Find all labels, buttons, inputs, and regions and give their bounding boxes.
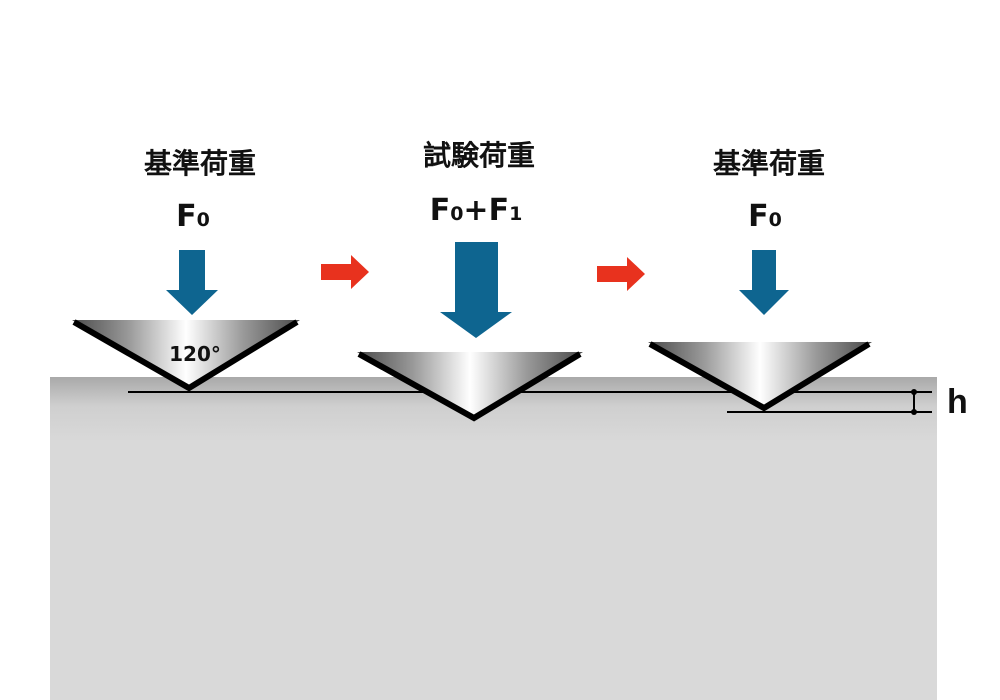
load-arrow-3 [739,250,789,315]
stage-1: 基準荷重 F0 120° [72,147,300,392]
load-arrow-1 [166,250,218,315]
specimen-block [50,377,937,700]
stage-1-title: 基準荷重 [144,147,256,180]
stage-3-force: F0 [748,199,782,234]
stage-2: 試験荷重 F0+F1 [357,139,583,422]
stage-2-force: F0+F1 [430,193,523,228]
indenter-1 [72,320,300,390]
indenter-3-edge [648,341,871,412]
indenter-2-edge [357,351,582,422]
step-arrow-1 [321,255,369,289]
step-arrow-2 [597,257,645,291]
stage-2-title: 試験荷重 [423,139,535,172]
depth-dimension [911,389,917,415]
stage-3: 基準荷重 F0 [648,147,872,412]
depth-label: h [947,383,968,421]
load-arrow-2 [440,242,512,338]
indenter-3 [648,342,872,410]
indenter-2 [357,352,583,420]
indenter-angle-label: 120° [169,342,221,366]
stage-3-title: 基準荷重 [713,147,825,180]
indenter-1-edge [72,319,299,392]
stage-1-force: F0 [176,199,210,234]
